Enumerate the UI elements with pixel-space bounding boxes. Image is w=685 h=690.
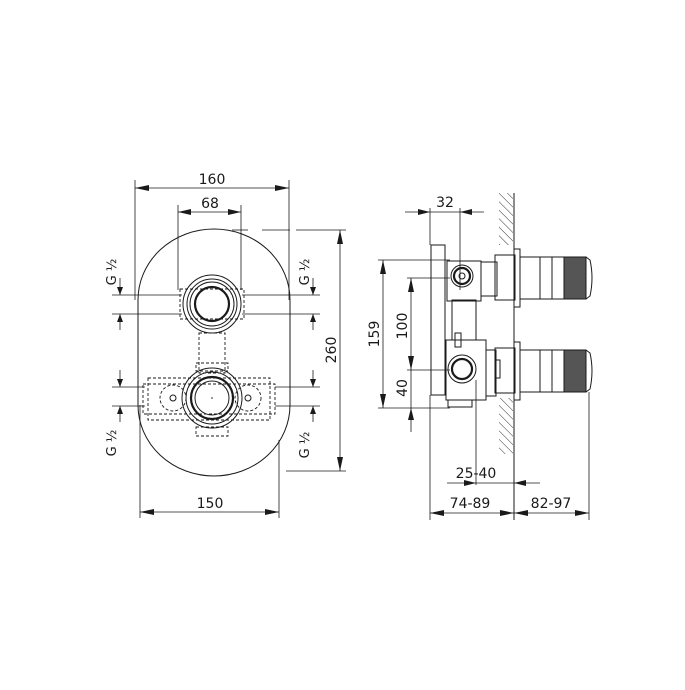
thread-top-left: G ½: [105, 259, 182, 330]
thread-label: G ½: [105, 259, 120, 286]
dim-total-height: 159: [367, 321, 383, 348]
thread-label: G ½: [298, 432, 313, 459]
dimension-40: 40: [395, 370, 414, 432]
top-valve: [179, 274, 245, 334]
lower-handle: [494, 341, 593, 520]
dim-wall-depth: 25-40: [456, 466, 497, 482]
dimension-159: 159: [367, 259, 450, 409]
cover-plate-outline: [137, 228, 291, 477]
dim-outlet-offset: 32: [436, 195, 454, 211]
thread-label: G ½: [298, 259, 313, 286]
dimension-100: 100: [395, 277, 450, 371]
valve-body: [445, 260, 501, 408]
dimension-150: 150: [139, 405, 280, 518]
dimension-32: 32: [405, 195, 484, 290]
front-view: 160 68 260 150: [105, 172, 346, 518]
dimension-74-89: 74-89: [430, 496, 514, 516]
bottom-valve: [142, 362, 276, 437]
dim-spacing: 100: [395, 313, 411, 340]
thread-bottom-left: G ½: [105, 370, 145, 456]
dim-projection: 82-97: [531, 496, 572, 512]
side-view: 32 159 100 40: [367, 193, 593, 520]
upper-handle: [494, 248, 593, 308]
dim-bottom-width: 150: [197, 496, 224, 512]
dim-overall-width: 160: [199, 172, 226, 188]
dimension-82-97: 82-97: [514, 496, 589, 516]
thread-top-right: G ½: [242, 259, 320, 330]
dim-bottom-offset: 40: [395, 379, 411, 397]
dimension-160: 160: [134, 172, 290, 300]
dimension-260: 260: [232, 229, 346, 472]
thread-label: G ½: [105, 430, 120, 457]
dim-body-depth: 74-89: [450, 496, 491, 512]
dim-height: 260: [324, 337, 340, 364]
finished-wall-hatch-lower: [499, 398, 513, 454]
finished-wall-hatch-upper: [499, 193, 513, 245]
thread-bottom-right: G ½: [275, 370, 320, 458]
dimension-25-40: 25-40: [447, 380, 540, 486]
connector-hidden-lines: [198, 332, 226, 374]
mounting-wall-hatch: [430, 244, 446, 396]
dimension-68: 68: [177, 196, 242, 290]
dim-center-spacing: 68: [201, 196, 219, 212]
